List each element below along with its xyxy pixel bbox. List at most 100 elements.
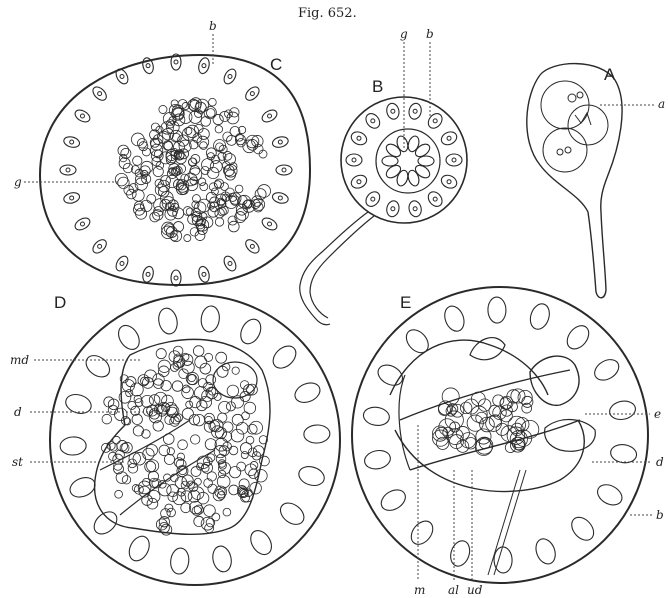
yolk-cell — [156, 162, 164, 170]
cell — [90, 237, 108, 255]
cell-nucleus — [80, 114, 84, 118]
cell — [441, 303, 467, 334]
cell-nucleus — [447, 136, 451, 140]
panel-b-inner-cells — [382, 135, 434, 188]
panel-c-letter: C — [270, 55, 282, 74]
cell-nucleus — [174, 276, 178, 280]
yolk-cell — [153, 374, 164, 385]
yolk-cell — [189, 158, 197, 166]
yolk-cell — [144, 370, 156, 382]
panel-c-label-g: g — [14, 175, 22, 189]
yolk-cell — [163, 141, 173, 151]
yolk-cell — [486, 416, 502, 432]
cell — [407, 200, 422, 218]
cell — [532, 536, 558, 567]
cell — [363, 189, 382, 209]
panel-d-label-md: md — [10, 353, 29, 367]
yolk-cell — [253, 446, 264, 457]
yolk-cell — [210, 161, 222, 173]
yolk-cell — [147, 194, 156, 203]
yolk-cell — [179, 111, 192, 124]
cell — [243, 237, 261, 255]
panel-c-germ-layer — [115, 98, 270, 242]
cell — [494, 547, 513, 573]
yolk-cell — [178, 440, 188, 450]
cell — [608, 399, 637, 422]
panel-b: B g b — [300, 27, 467, 325]
yolk-cell — [131, 133, 144, 146]
yolk-cell — [193, 414, 204, 425]
cell — [197, 57, 211, 75]
yolk-cell — [137, 138, 147, 148]
cell — [349, 173, 369, 191]
yolk-cell — [500, 398, 512, 410]
panel-a-label-a: a — [658, 97, 665, 111]
yolk-cell — [143, 448, 154, 459]
yolk-cell — [198, 128, 209, 139]
cell — [60, 165, 76, 175]
yolk-cell — [236, 422, 248, 434]
yolk-cell — [159, 105, 167, 113]
cell-nucleus — [98, 92, 102, 96]
cell — [114, 254, 131, 273]
yolk-cell — [133, 204, 144, 215]
cell — [156, 306, 179, 335]
cell-nucleus — [174, 60, 178, 64]
yolk-cell — [255, 189, 266, 200]
yolk-cell — [190, 165, 200, 175]
yolk-cell — [200, 363, 211, 374]
cell-nucleus — [433, 197, 437, 201]
yolk-cell — [243, 140, 256, 153]
panel-a-letter: A — [604, 65, 616, 84]
yolk-cell — [193, 346, 204, 357]
yolk-cell — [116, 472, 128, 484]
yolk-cell — [133, 426, 143, 436]
cell — [276, 499, 308, 529]
cell — [73, 108, 92, 125]
cell — [73, 216, 92, 233]
cell-nucleus — [391, 207, 395, 211]
yolk-cell — [228, 221, 239, 232]
cell-nucleus — [268, 222, 272, 226]
cell — [385, 200, 400, 218]
cell — [446, 154, 462, 166]
yolk-cell — [159, 445, 170, 456]
cell — [395, 135, 409, 153]
yolk-cell — [133, 156, 142, 165]
yolk-cell — [186, 401, 193, 408]
panel-b-label-b: b — [426, 27, 434, 41]
yolk-cell — [204, 505, 216, 517]
cell — [303, 424, 330, 443]
cell — [609, 443, 637, 465]
cell — [439, 173, 459, 191]
yolk-cell — [115, 173, 127, 185]
cell — [114, 322, 143, 354]
cell — [439, 129, 459, 147]
cell — [292, 379, 323, 406]
panel-b-label-g: g — [400, 27, 408, 41]
yolk-cell — [160, 191, 173, 204]
panel-b-letter: B — [372, 77, 383, 96]
yolk-cell — [194, 387, 207, 400]
yolk-cell — [493, 395, 504, 406]
cell — [141, 265, 155, 283]
yolk-cell — [200, 183, 208, 191]
cell-nucleus — [202, 64, 206, 68]
cell-nucleus — [228, 262, 232, 266]
cell-nucleus — [80, 222, 84, 226]
cell-nucleus — [357, 180, 361, 184]
yolk-cell — [229, 466, 240, 477]
yolk-cell — [204, 353, 212, 361]
yolk-cell — [213, 114, 223, 124]
yolk-cell — [134, 201, 144, 211]
cell — [378, 486, 410, 515]
panel-a: A a — [527, 64, 665, 298]
cell-nucleus — [352, 158, 356, 162]
yolk-cell — [114, 408, 127, 421]
cell — [591, 355, 623, 384]
yolk-cell — [476, 437, 493, 454]
yolk-cell — [206, 109, 215, 118]
cell — [346, 154, 362, 166]
yolk-cell — [236, 208, 248, 220]
